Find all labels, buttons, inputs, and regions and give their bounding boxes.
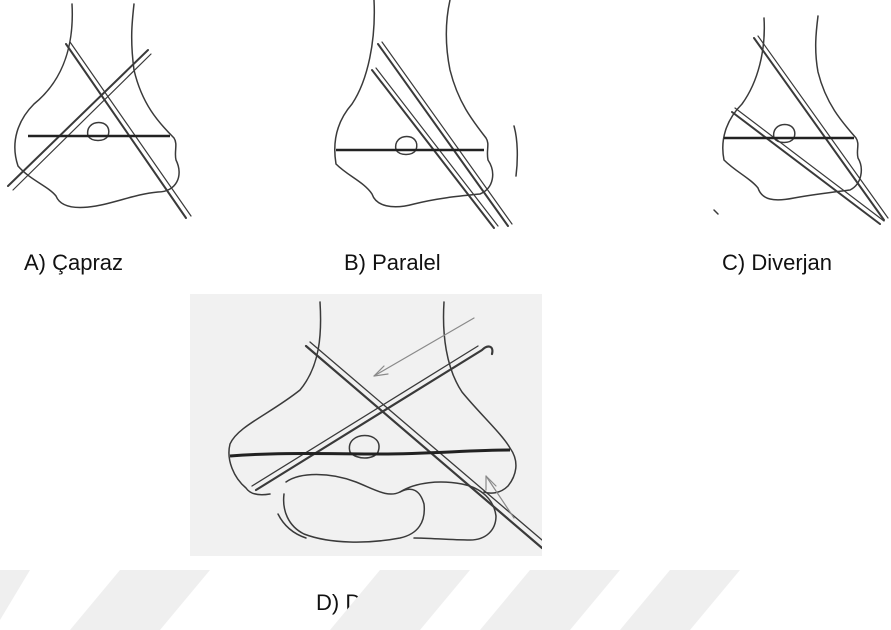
divergent-pin-2 xyxy=(732,112,880,224)
bone-outline xyxy=(723,16,861,200)
bone-outline xyxy=(15,4,179,208)
bone-outline xyxy=(335,0,493,207)
label-divergent: C) Diverjan xyxy=(722,250,832,276)
dorgan-lateral-pin xyxy=(256,347,492,490)
diagram-parallel-pins xyxy=(318,0,523,232)
olecranon-fossa xyxy=(88,123,109,141)
humerus-divergent-illustration xyxy=(712,0,891,232)
diagram-dorgan-technique xyxy=(190,294,542,556)
humerus-dorgan-illustration xyxy=(190,294,542,556)
bone-outline xyxy=(229,302,321,495)
lateral-pin xyxy=(8,50,148,186)
diagram-crossed-pins xyxy=(0,0,200,232)
humerus-crossed-illustration xyxy=(0,0,200,232)
insertion-arrow-upper xyxy=(374,318,474,376)
label-crossed: A) Çapraz xyxy=(24,250,123,276)
capitellum xyxy=(284,475,425,543)
humerus-parallel-illustration xyxy=(318,0,523,232)
diagram-divergent-pins xyxy=(712,0,891,232)
olecranon-fossa xyxy=(396,137,417,155)
label-parallel: B) Paralel xyxy=(344,250,441,276)
watermark-stripes xyxy=(0,560,891,630)
divergent-pin-1 xyxy=(754,38,884,220)
physis-line xyxy=(230,450,510,456)
